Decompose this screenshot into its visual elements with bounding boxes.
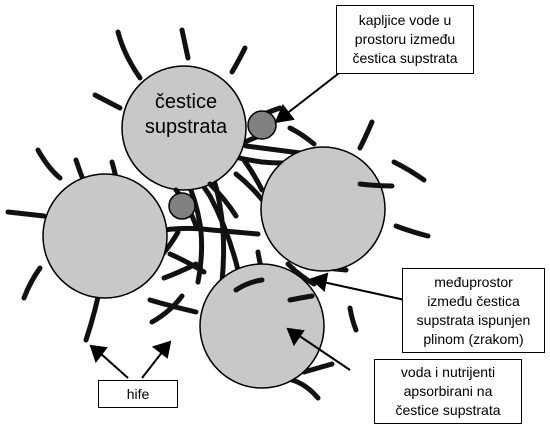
hypha: [357, 181, 395, 189]
hypha: [287, 125, 317, 147]
hypha: [233, 277, 265, 293]
hypha: [241, 157, 265, 193]
hypha: [183, 175, 205, 285]
hypha: [179, 27, 191, 61]
arrow-hyphae-left-head: [89, 344, 108, 364]
hypha: [147, 297, 199, 315]
callout-hyphae: hife: [98, 380, 178, 408]
arrow-droplets-head: [274, 104, 295, 124]
hypha: [149, 293, 185, 325]
hypha: [21, 265, 43, 301]
hypha: [229, 45, 248, 75]
arrow-hyphae-right-line: [141, 350, 164, 379]
arrow-absorbed-head: [286, 327, 305, 347]
water-droplet: [247, 110, 277, 140]
particle-label: čestice supstrata: [144, 91, 228, 138]
callout-gas-space-text: međuprostor između čestica supstrata isp…: [416, 273, 531, 347]
substrate-particles: [42, 65, 386, 389]
callout-absorbed-water: voda i nutrijenti apsorbirani na čestice…: [374, 359, 522, 424]
hypha: [161, 261, 199, 281]
arrow-hyphae-right-head: [151, 340, 172, 359]
hypha: [115, 29, 143, 81]
hypha: [289, 377, 321, 401]
hypha: [167, 251, 207, 275]
substrate-particle: [42, 173, 168, 299]
hypha: [391, 159, 427, 183]
arrow-gas-line: [322, 281, 406, 301]
callout-absorbed-water-text: voda i nutrijenti apsorbirani na čestice…: [395, 364, 501, 418]
callout-gas-space: međuprostor između čestica supstrata isp…: [402, 268, 545, 353]
hypha: [5, 209, 47, 219]
hypha: [35, 147, 63, 181]
hypha: [301, 361, 335, 375]
water-droplets: [168, 110, 277, 220]
arrow-absorbed-line: [297, 334, 351, 371]
callout-hyphae-text: hife: [126, 385, 150, 402]
hypha: [285, 261, 317, 287]
callout-water-droplets: kapljice vode u prostoru između čestica …: [336, 5, 474, 74]
hypha: [149, 225, 261, 237]
arrow-gas-head: [310, 272, 329, 292]
substrate-particle: [121, 65, 247, 191]
arrow-hyphae-left-line: [99, 352, 129, 379]
hypha: [207, 181, 239, 219]
water-droplet: [168, 192, 196, 220]
hypha: [92, 92, 123, 111]
hypha: [357, 119, 375, 151]
hypha: [287, 293, 315, 303]
callout-water-droplets-text: kapljice vode u prostoru između čestica …: [352, 12, 458, 66]
hypha: [347, 305, 359, 333]
hypha: [393, 223, 431, 239]
substrate-particle: [199, 263, 325, 389]
substrate-particle: [260, 146, 386, 272]
